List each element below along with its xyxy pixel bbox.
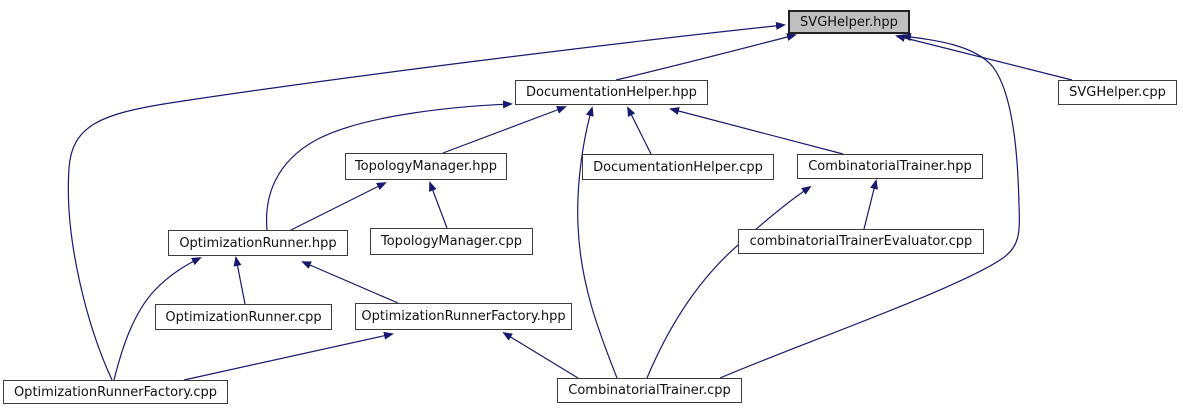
edge-topologymanager-hpp-to-documentationhelper-hpp	[442, 106, 567, 154]
edge-topologymanager-cpp-to-topologymanager-hpp	[429, 181, 448, 229]
node-combinatorialtrainerevaluator-cpp[interactable]: combinatorialTrainerEvaluator.cpp	[738, 229, 984, 254]
node-documentationhelper-hpp[interactable]: DocumentationHelper.hpp	[515, 80, 708, 105]
edge-optimizationrunner-cpp-to-optimizationrunner-hpp	[233, 256, 246, 305]
edge-combinatorialtrainer-cpp-to-documentationhelper-hpp	[577, 106, 618, 379]
node-optimizationrunnerfactory-cpp[interactable]: OptimizationRunnerFactory.cpp	[3, 380, 228, 404]
edge-combinatorialtrainer-cpp-to-optimizationrunnerfactory-hpp	[502, 331, 579, 379]
edge-optimizationrunnerfactory-cpp-to-svghelper-hpp	[67, 21, 786, 381]
edge-combinatorialtrainer-cpp-to-svghelper-hpp	[719, 33, 1020, 379]
node-combinatorialtrainer-hpp[interactable]: CombinatorialTrainer.hpp	[797, 154, 983, 179]
node-optimizationrunner-hpp[interactable]: OptimizationRunner.hpp	[168, 230, 348, 256]
node-svghelper-hpp[interactable]: SVGHelper.hpp	[788, 10, 910, 34]
edge-svghelper-cpp-to-svghelper-hpp	[895, 34, 1073, 81]
edge-combinatorialtrainerevaluator-cpp-to-combinatorialtrainer-hpp	[863, 179, 878, 230]
node-topologymanager-cpp[interactable]: TopologyManager.cpp	[370, 228, 533, 255]
edge-optimizationrunnerfactory-cpp-to-optimizationrunnerfactory-hpp	[183, 331, 394, 381]
node-combinatorialtrainer-cpp[interactable]: CombinatorialTrainer.cpp	[557, 378, 742, 403]
node-svghelper-cpp[interactable]: SVGHelper.cpp	[1058, 80, 1177, 105]
edge-optimizationrunnerfactory-cpp-to-optimizationrunner-hpp	[113, 257, 202, 381]
edge-documentationhelper-hpp-to-svghelper-hpp	[615, 33, 797, 81]
edge-optimizationrunner-hpp-to-documentationhelper-hpp	[265, 100, 513, 231]
edge-optimizationrunner-hpp-to-topologymanager-hpp	[290, 182, 387, 231]
node-documentationhelper-cpp[interactable]: DocumentationHelper.cpp	[582, 154, 774, 180]
node-topologymanager-hpp[interactable]: TopologyManager.hpp	[345, 153, 507, 180]
edge-optimizationrunnerfactory-hpp-to-optimizationrunner-hpp	[301, 261, 399, 304]
edge-combinatorialtrainer-hpp-to-documentationhelper-hpp	[669, 107, 844, 155]
node-optimizationrunner-cpp[interactable]: OptimizationRunner.cpp	[155, 304, 332, 330]
node-optimizationrunnerfactory-hpp[interactable]: OptimizationRunnerFactory.hpp	[355, 303, 572, 330]
edge-documentationhelper-cpp-to-documentationhelper-hpp	[627, 106, 652, 155]
edge-combinatorialtrainer-cpp-to-combinatorialtrainer-hpp	[646, 185, 812, 379]
